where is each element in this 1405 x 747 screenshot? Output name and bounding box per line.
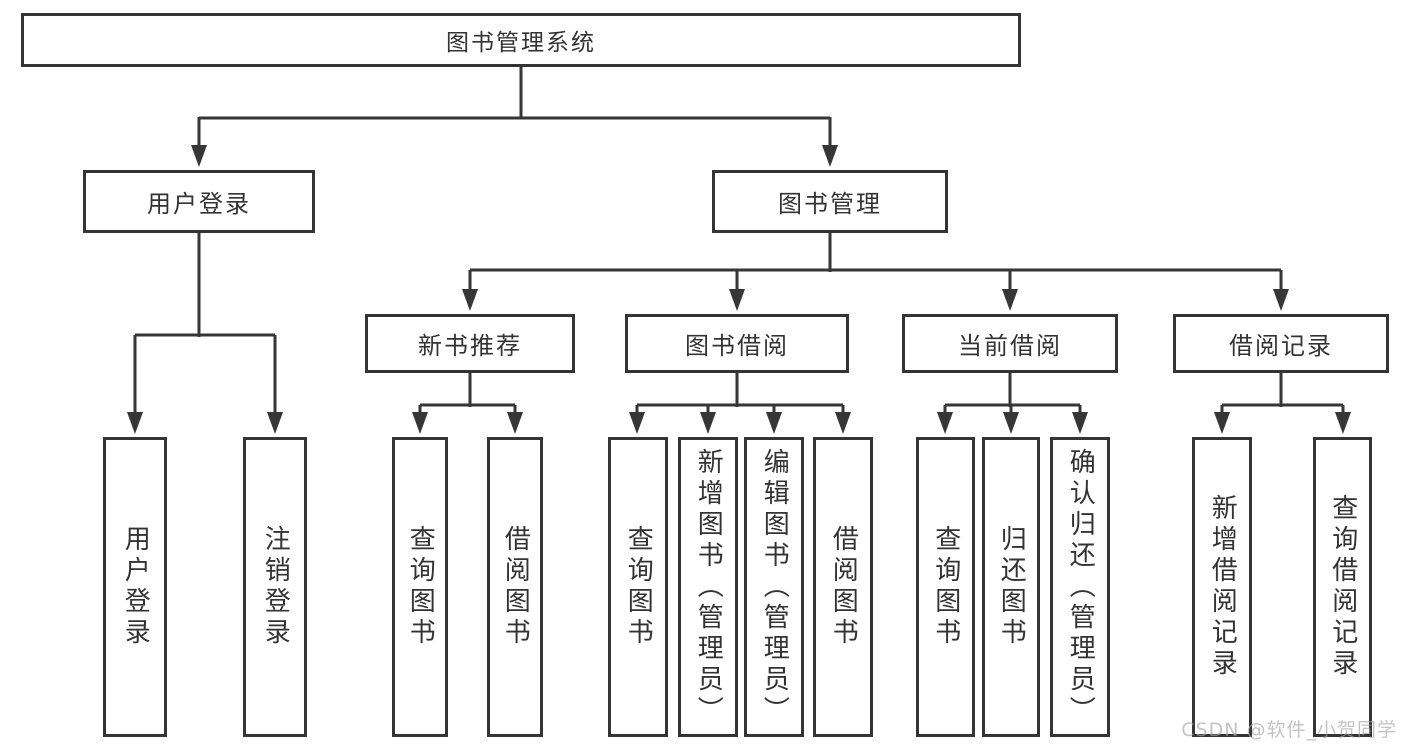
leaf-user-login: 用户登录 <box>103 437 167 737</box>
arrow-down-icon <box>700 412 716 434</box>
arrow-down-icon <box>267 412 283 434</box>
node-current-borrowing: 当前借阅 <box>902 314 1118 373</box>
node-book-borrowing: 图书借阅 <box>625 314 849 373</box>
leaf-add-borrow-record: 新增借阅记录 <box>1192 437 1252 737</box>
leaf-query-borrow-record: 查询借阅记录 <box>1313 437 1372 737</box>
leaf-edit-books-admin: 编辑图书（管理员） <box>744 437 804 737</box>
arrow-down-icon <box>822 145 838 167</box>
node-new-book-recommend: 新书推荐 <box>365 314 575 373</box>
arrow-down-icon <box>412 412 428 434</box>
arrow-down-icon <box>1072 412 1088 434</box>
arrow-down-icon <box>937 412 953 434</box>
arrow-down-icon <box>1335 412 1351 434</box>
watermark: CSDN @软件_小贺同学 <box>1181 719 1397 741</box>
leaf-query-books-current: 查询图书 <box>916 437 975 737</box>
leaf-confirm-return-admin: 确认归还（管理员） <box>1050 437 1110 737</box>
leaf-logout: 注销登录 <box>243 437 307 737</box>
node-library-system: 图书管理系统 <box>21 13 1021 67</box>
arrow-down-icon <box>1002 289 1018 311</box>
leaf-query-books-recommend: 查询图书 <box>392 437 448 737</box>
node-user-login: 用户登录 <box>83 170 315 233</box>
arrow-down-icon <box>507 412 523 434</box>
arrow-down-icon <box>729 289 745 311</box>
arrow-down-icon <box>1273 289 1289 311</box>
arrow-down-icon <box>835 412 851 434</box>
arrow-down-icon <box>462 289 478 311</box>
arrow-down-icon <box>629 412 645 434</box>
arrow-down-icon <box>1214 412 1230 434</box>
leaf-return-books: 归还图书 <box>982 437 1040 737</box>
arrow-down-icon <box>766 412 782 434</box>
node-book-management: 图书管理 <box>712 170 948 233</box>
arrow-down-icon <box>127 412 143 434</box>
arrow-down-icon <box>191 145 207 167</box>
node-borrowing-records: 借阅记录 <box>1173 314 1389 373</box>
leaf-borrow-books-borrowing: 借阅图书 <box>813 437 873 737</box>
leaf-add-books-admin: 新增图书（管理员） <box>678 437 738 737</box>
leaf-borrow-books-recommend: 借阅图书 <box>487 437 543 737</box>
leaf-query-books-borrowing: 查询图书 <box>608 437 668 737</box>
arrow-down-icon <box>1003 412 1019 434</box>
